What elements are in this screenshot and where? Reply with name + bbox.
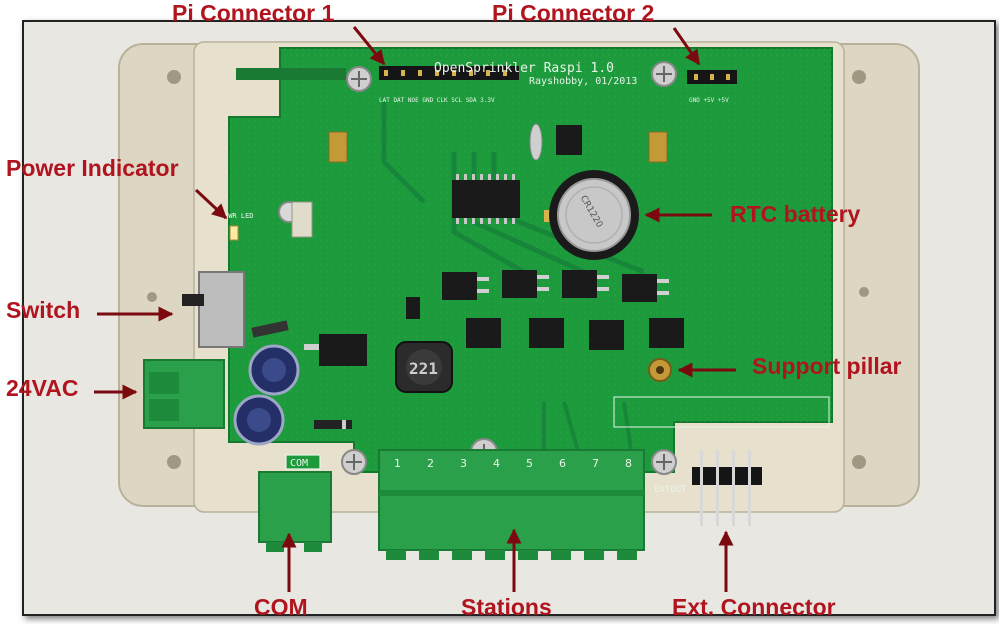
ext-connector-pins bbox=[692, 450, 762, 526]
power-switch bbox=[182, 271, 245, 348]
board-title-silk: OpenSprinkler Raspi 1.0 bbox=[434, 61, 614, 76]
label-pi-connector-1: Pi Connector 1 bbox=[172, 0, 335, 26]
shift-register-ic bbox=[452, 174, 520, 224]
pi2-pin-labels-silk: GND +5V +5V bbox=[689, 97, 729, 104]
pi-connector-1-header bbox=[379, 66, 519, 80]
support-pillar bbox=[648, 358, 672, 382]
diode bbox=[314, 420, 352, 429]
station-number: 3 bbox=[460, 457, 467, 470]
station-number: 1 bbox=[394, 457, 401, 470]
station-number: 4 bbox=[493, 457, 500, 470]
gpio-pads bbox=[236, 68, 346, 80]
24vac-terminal bbox=[143, 359, 225, 429]
board-credit-silk: Rayshobby, 01/2013 bbox=[529, 76, 637, 87]
station-number: 2 bbox=[427, 457, 434, 470]
board-illustration: OpenSprinkler Raspi 1.0 Rayshobby, 01/20… bbox=[24, 22, 994, 614]
board-photo: OpenSprinkler Raspi 1.0 Rayshobby, 01/20… bbox=[22, 20, 996, 616]
label-24vac: 24VAC bbox=[6, 375, 79, 401]
capacitors bbox=[233, 320, 300, 446]
station-number-group: 1 2 3 4 5 6 7 8 bbox=[394, 457, 632, 470]
triac-array bbox=[442, 270, 684, 350]
label-rtc-battery: RTC battery bbox=[730, 201, 861, 227]
com-silk: COM bbox=[290, 458, 308, 469]
com-terminal bbox=[258, 454, 332, 552]
rtc-ic bbox=[529, 123, 582, 161]
power-led bbox=[229, 225, 239, 241]
extout-silk: EXTOUT bbox=[654, 485, 687, 495]
station-number: 8 bbox=[625, 457, 632, 470]
label-pi-connector-2: Pi Connector 2 bbox=[492, 0, 655, 26]
station-number: 7 bbox=[592, 457, 599, 470]
label-ext-connector: Ext. Connector bbox=[672, 594, 836, 620]
label-stations: Stations bbox=[461, 594, 552, 620]
station-number: 5 bbox=[526, 457, 533, 470]
voltage-regulator bbox=[304, 297, 420, 366]
pcb bbox=[228, 47, 833, 473]
label-switch: Switch bbox=[6, 297, 81, 323]
label-power-indicator: Power Indicator bbox=[6, 155, 179, 181]
pi-connector-2-header bbox=[687, 70, 737, 84]
standoffs bbox=[291, 131, 668, 238]
rtc-battery-holder bbox=[544, 170, 639, 260]
arrow-pi-connector-1 bbox=[352, 26, 386, 66]
pi1-pin-labels-silk: LAT DAT NOE GND CLK SCL SDA 3.3V bbox=[379, 97, 495, 104]
stations-terminal-block bbox=[378, 449, 645, 560]
label-support-pillar: Support pillar bbox=[752, 353, 902, 379]
inductor-marking: 221 bbox=[409, 359, 438, 378]
callout-arrows bbox=[94, 26, 736, 592]
inductor bbox=[395, 341, 453, 393]
station-number: 6 bbox=[559, 457, 566, 470]
label-com: COM bbox=[254, 594, 308, 620]
arrow-power-indicator bbox=[194, 188, 228, 220]
arrow-pi-connector-2 bbox=[672, 27, 701, 66]
pwr-led-silk: PWR LED bbox=[224, 212, 254, 220]
